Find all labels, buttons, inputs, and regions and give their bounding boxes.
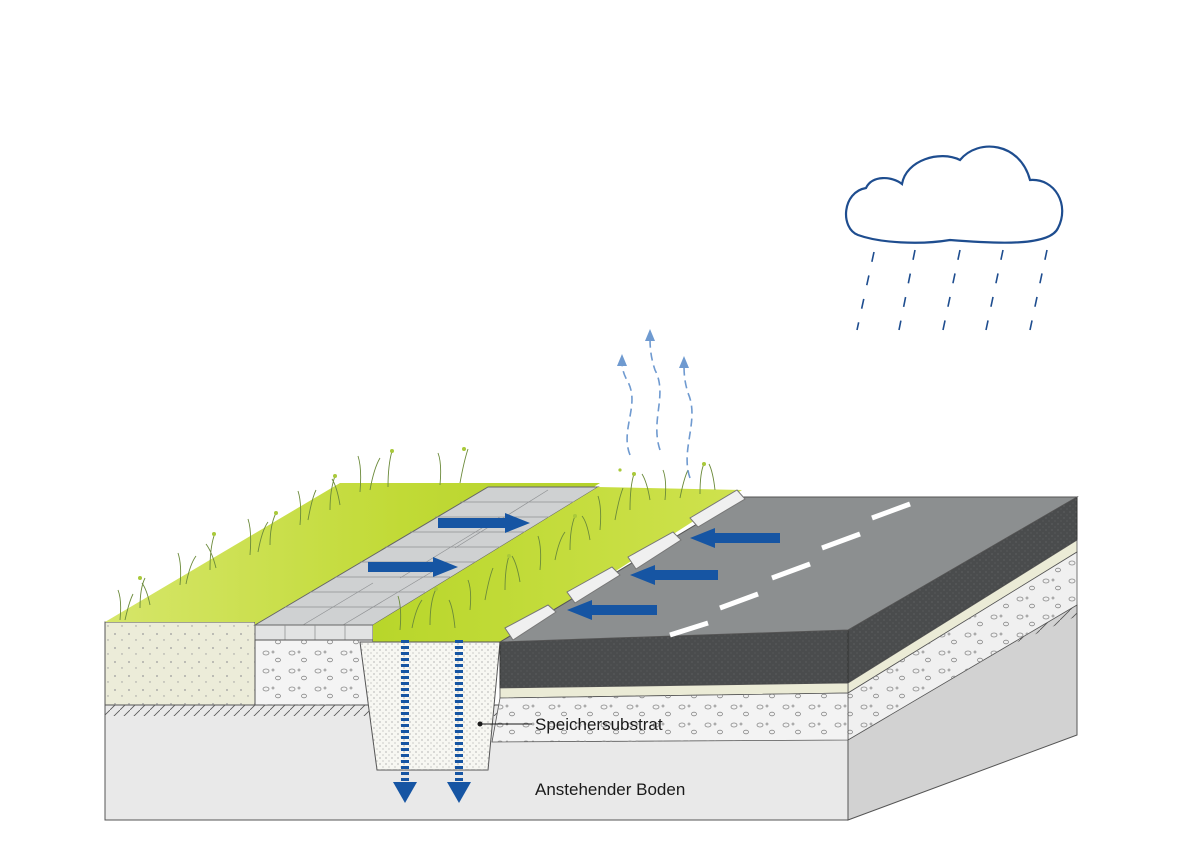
storage-substrate-label: Speichersubstrat: [535, 715, 663, 734]
evaporation-arrow-icon: [621, 334, 693, 479]
vegetation: [117, 448, 716, 631]
right-side-layers: [847, 496, 1078, 741]
native-soil-label: Anstehender Boden: [535, 780, 685, 799]
bioswale-strip: [373, 487, 742, 642]
road-front-layers: [491, 629, 849, 743]
cloud-icon: [844, 145, 1064, 244]
vegetation-flowers: [138, 447, 706, 591]
infiltration-arrow-icon: [393, 640, 471, 803]
rain-icon: [856, 249, 1048, 331]
evaporation-arrowheads: [617, 329, 689, 368]
surface-runoff-arrow-icon: [368, 513, 780, 620]
storage-substrate-trench: [359, 641, 501, 771]
curb-stones: [504, 489, 746, 641]
storage-substrate-callout: Speichersubstrat: [477, 715, 663, 734]
